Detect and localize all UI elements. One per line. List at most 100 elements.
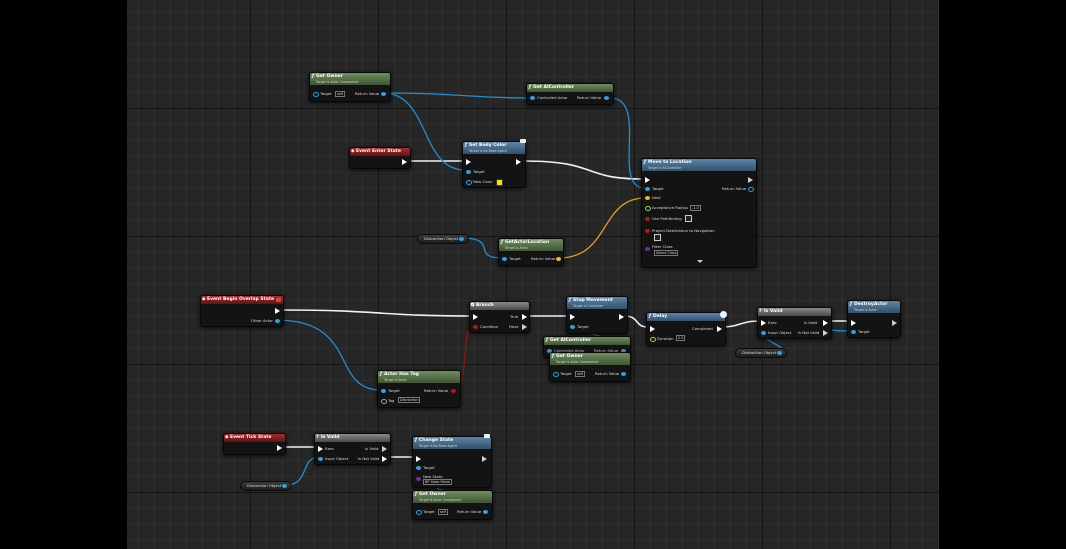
node-title: Stop Movement — [573, 298, 613, 303]
other-actor-pin[interactable] — [275, 319, 280, 323]
new-color-pin[interactable] — [466, 180, 472, 185]
variable-out-pin[interactable] — [282, 484, 287, 488]
exec-out-pin[interactable] — [275, 308, 280, 314]
variable-distraction-object-2[interactable]: Distraction Object — [735, 348, 788, 358]
project-destination-checkbox[interactable] — [654, 234, 661, 241]
node-is-valid-2[interactable]: ?Is Valid Exec Is Valid Input Object Is … — [314, 433, 391, 465]
variable-distraction-object-1[interactable]: Distraction Object — [417, 234, 470, 244]
variable-out-pin[interactable] — [459, 237, 464, 241]
return-pin[interactable] — [451, 389, 456, 393]
controlled-actor-pin[interactable] — [547, 349, 552, 353]
target-pin[interactable] — [466, 170, 471, 174]
target-pin[interactable] — [553, 372, 559, 377]
return-pin[interactable] — [621, 349, 626, 353]
exec-in-pin[interactable] — [645, 177, 650, 183]
is-valid-exec-pin[interactable] — [823, 320, 828, 326]
target-label: Target — [577, 324, 589, 329]
condition-pin[interactable] — [473, 325, 478, 329]
close-icon[interactable] — [276, 298, 281, 302]
new-state-pin[interactable] — [416, 477, 421, 481]
tag-pin[interactable] — [381, 399, 387, 404]
is-valid-exec-pin[interactable] — [382, 446, 387, 452]
tag-field[interactable]: Distraction — [398, 397, 421, 403]
acceptance-radius-field[interactable]: -1.0 — [690, 205, 701, 211]
use-pathfinding-checkbox[interactable] — [685, 215, 692, 222]
duration-pin[interactable] — [650, 337, 656, 342]
exec-in-pin[interactable] — [318, 446, 323, 452]
node-is-valid-1[interactable]: ?Is Valid Exec Is Valid Input Object Is … — [757, 307, 832, 339]
is-not-valid-exec-pin[interactable] — [382, 456, 387, 462]
input-object-pin[interactable] — [761, 331, 766, 335]
exec-in-pin[interactable] — [650, 326, 655, 332]
return-pin[interactable] — [621, 372, 626, 376]
new-state-dropdown[interactable]: BP State Patrol — [423, 479, 453, 485]
exec-in-pin[interactable] — [570, 314, 575, 320]
node-branch[interactable]: ⧉Branch True Condition False — [469, 301, 530, 333]
exec-in-pin[interactable] — [761, 320, 766, 326]
exec-out-pin[interactable] — [277, 445, 282, 451]
project-destination-pin[interactable] — [645, 229, 650, 233]
exec-in-pin[interactable] — [466, 159, 471, 165]
node-event-tick-state[interactable]: ◆Event Tick State — [223, 433, 286, 455]
target-pin[interactable] — [570, 325, 575, 329]
return-pin[interactable] — [604, 96, 609, 100]
target-pin[interactable] — [645, 187, 650, 191]
target-pin[interactable] — [416, 466, 421, 470]
use-pathfinding-pin[interactable] — [645, 217, 650, 221]
exec-out-pin[interactable] — [748, 177, 753, 183]
input-object-pin[interactable] — [318, 457, 323, 461]
acceptance-radius-pin[interactable] — [645, 206, 651, 211]
new-color-label: New Color — [473, 179, 493, 184]
return-pin[interactable] — [381, 92, 386, 96]
return-pin[interactable] — [483, 510, 488, 514]
color-swatch[interactable] — [496, 179, 503, 186]
dest-pin[interactable] — [645, 196, 650, 200]
target-pin[interactable] — [381, 389, 386, 393]
node-header: ?Is Valid — [315, 434, 390, 442]
exec-out-pin[interactable] — [516, 159, 521, 165]
filter-class-dropdown[interactable]: Select Class — [654, 250, 679, 256]
node-event-enter-state[interactable]: ◆Event Enter State — [349, 147, 411, 169]
target-pin[interactable] — [851, 330, 856, 334]
target-pin[interactable] — [313, 92, 319, 97]
node-event-begin-overlap[interactable]: ◆Event Begin Overlap State Other Actor — [200, 295, 284, 327]
exec-out-pin[interactable] — [892, 320, 897, 326]
duration-field[interactable]: 2.0 — [676, 335, 686, 341]
target-self-field[interactable]: self — [335, 91, 345, 97]
variable-distraction-object-3[interactable]: Distraction Object — [240, 481, 293, 491]
exec-in-pin[interactable] — [851, 320, 856, 326]
exec-out-pin[interactable] — [482, 456, 487, 462]
return-pin[interactable] — [556, 257, 561, 261]
exec-in-pin[interactable] — [416, 456, 421, 462]
is-not-valid-label: Is Not Valid — [358, 456, 380, 461]
false-exec-pin[interactable] — [522, 324, 527, 330]
exec-out-pin[interactable] — [619, 314, 624, 320]
expand-arrow-icon[interactable] — [697, 260, 703, 263]
target-pin[interactable] — [502, 257, 507, 261]
target-self-field[interactable]: self — [575, 371, 585, 377]
target-pin[interactable] — [416, 510, 422, 515]
is-not-valid-exec-pin[interactable] — [823, 330, 828, 336]
variable-out-pin[interactable] — [777, 351, 782, 355]
true-exec-pin[interactable] — [522, 314, 527, 320]
filter-class-pin[interactable] — [645, 247, 650, 251]
exec-in-pin[interactable] — [473, 314, 478, 320]
exec-out-pin[interactable] — [402, 159, 407, 165]
completed-exec-pin[interactable] — [717, 326, 722, 332]
return-pin[interactable] — [748, 187, 754, 192]
controlled-actor-pin[interactable] — [530, 96, 535, 100]
target-self-field[interactable]: self — [438, 509, 448, 515]
